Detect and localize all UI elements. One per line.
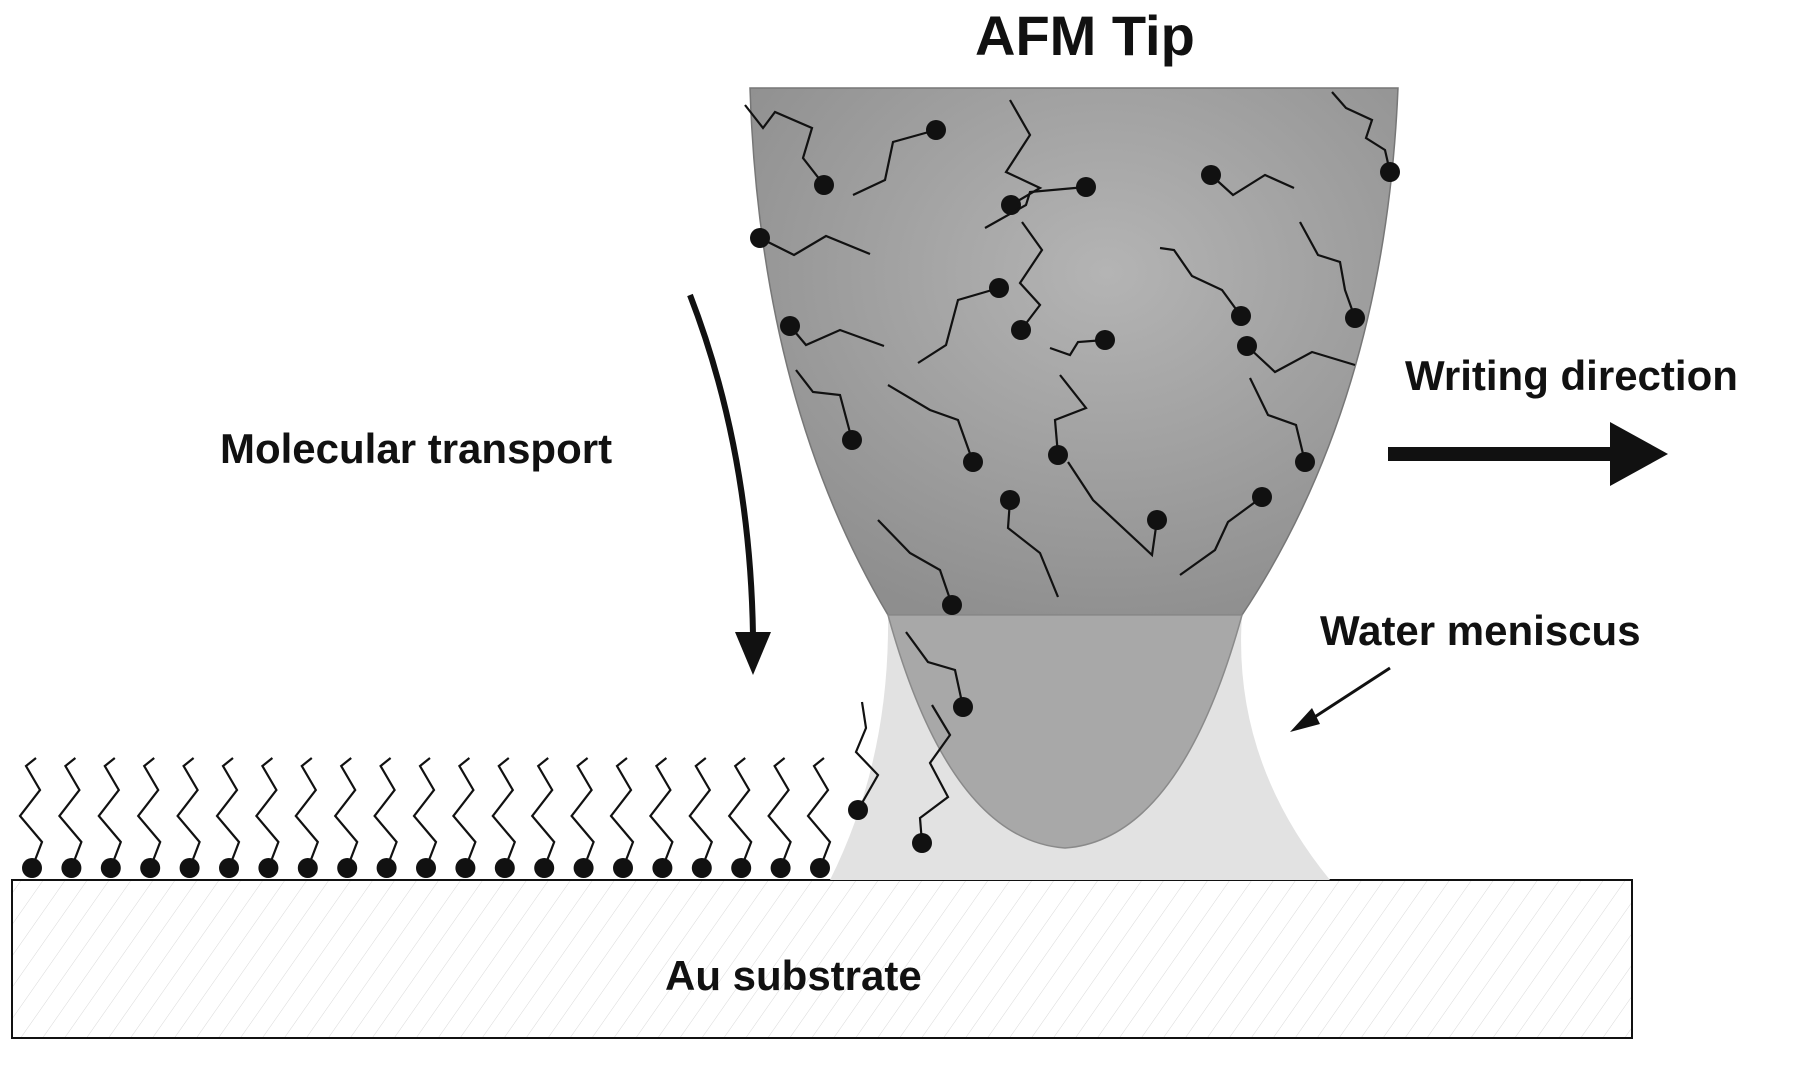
diagram-title: AFM Tip [975, 4, 1195, 67]
tip-molecule [780, 316, 885, 348]
tip-molecule [1331, 91, 1400, 182]
transfer-molecule [912, 704, 952, 853]
transfer-molecule [905, 631, 973, 717]
tip-molecule [1000, 490, 1060, 598]
tip-molecule [1179, 487, 1272, 576]
sam-molecule [727, 757, 753, 878]
sam-molecule [530, 757, 556, 878]
sam-molecule [97, 757, 123, 878]
meniscus-pointer-arrow [1290, 666, 1391, 732]
self-assembled-monolayer [18, 757, 832, 878]
tip-molecule [1067, 461, 1167, 558]
tip-molecule [877, 519, 962, 615]
sam-molecule [609, 757, 635, 878]
tip-molecule [1299, 221, 1365, 328]
sam-molecule [18, 757, 44, 878]
writing-direction-arrow [1388, 422, 1668, 486]
water-meniscus-label: Water meniscus [1320, 607, 1641, 654]
sam-molecule [136, 757, 162, 878]
molecular-transport-arrow [687, 293, 771, 675]
tip-molecule [887, 384, 983, 472]
tip-molecule [852, 120, 946, 196]
tip-molecule [744, 104, 834, 195]
sam-molecule [215, 757, 241, 878]
tip-molecule [1249, 377, 1315, 472]
transferring-molecules [848, 631, 973, 853]
tip-molecule [1011, 221, 1044, 340]
afm-tip-upper [749, 87, 1399, 616]
tip-molecule [1048, 374, 1088, 465]
sam-molecule [57, 757, 83, 878]
sam-molecule [570, 757, 595, 878]
sam-molecule [451, 757, 477, 878]
sam-molecule [412, 757, 438, 878]
tip-molecule [1237, 336, 1356, 374]
sam-molecule [491, 757, 517, 878]
tip-molecule [984, 177, 1096, 229]
sam-molecule [688, 757, 714, 878]
tip-molecule [795, 369, 862, 450]
writing-direction-label: Writing direction [1405, 352, 1738, 399]
au-substrate-label: Au substrate [665, 952, 922, 999]
tip-molecule [750, 228, 871, 257]
sam-molecule [294, 757, 320, 878]
tip-molecule [1159, 246, 1251, 326]
molecular-transport-label: Molecular transport [220, 425, 613, 472]
tip-molecule [917, 278, 1009, 364]
sam-molecule [373, 757, 398, 878]
sam-molecule [767, 757, 792, 878]
tip-molecule [1201, 165, 1295, 197]
transfer-molecule [848, 701, 880, 820]
sam-molecule [806, 757, 832, 878]
sam-molecule [648, 757, 674, 878]
sam-molecule [254, 757, 280, 878]
ink-molecules-on-tip [744, 91, 1400, 615]
sam-molecule [333, 757, 359, 878]
au-substrate [11, 879, 1633, 1039]
sam-molecule [176, 757, 201, 878]
tip-molecule [1049, 330, 1115, 357]
afm-tip-apex [887, 614, 1243, 849]
